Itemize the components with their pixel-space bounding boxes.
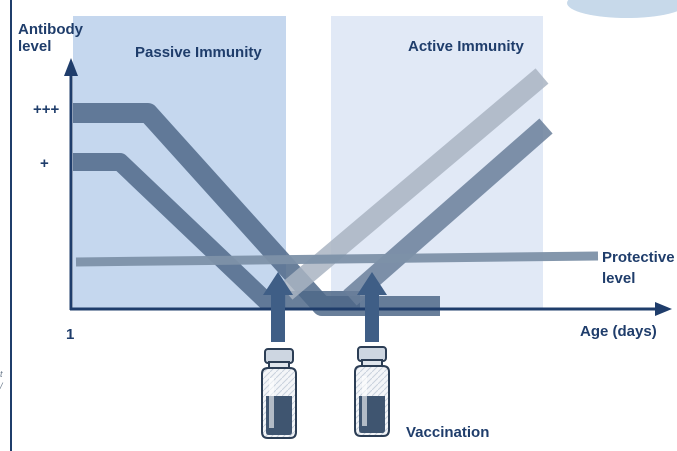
- vaccination-arrow-2: [357, 272, 387, 342]
- corner-decoration: [567, 0, 677, 18]
- vaccine-vial-2: [354, 346, 390, 437]
- y-axis-label-line1: Antibody: [18, 21, 83, 38]
- diagram-frame: [10, 0, 677, 451]
- active-antibody-band-2: [343, 118, 553, 306]
- x-axis-origin-label: 1: [66, 326, 75, 343]
- active-immunity-title: Active Immunity: [408, 38, 524, 55]
- passive-immunity-title: Passive Immunity: [135, 44, 262, 61]
- tick-label-low: +: [40, 155, 49, 172]
- protective-level-label-line1: Protective: [602, 249, 675, 266]
- protective-level-band: [75, 251, 599, 267]
- y-axis-label-line2: level: [18, 38, 52, 55]
- y-axis-arrowhead: [64, 58, 78, 76]
- vaccination-arrow-1: [263, 272, 293, 342]
- maternal-antibody-band-high: [73, 103, 440, 316]
- x-axis-arrowhead: [655, 302, 672, 316]
- x-axis-label: Age (days): [580, 323, 657, 340]
- tick-label-high: +++: [33, 101, 60, 118]
- vaccine-vial-1: [261, 348, 297, 439]
- vaccination-label: Vaccination: [406, 424, 490, 441]
- maternal-antibody-band-low: [73, 153, 360, 309]
- side-mark: t/: [0, 369, 3, 391]
- protective-level-label-line2: level: [602, 270, 636, 287]
